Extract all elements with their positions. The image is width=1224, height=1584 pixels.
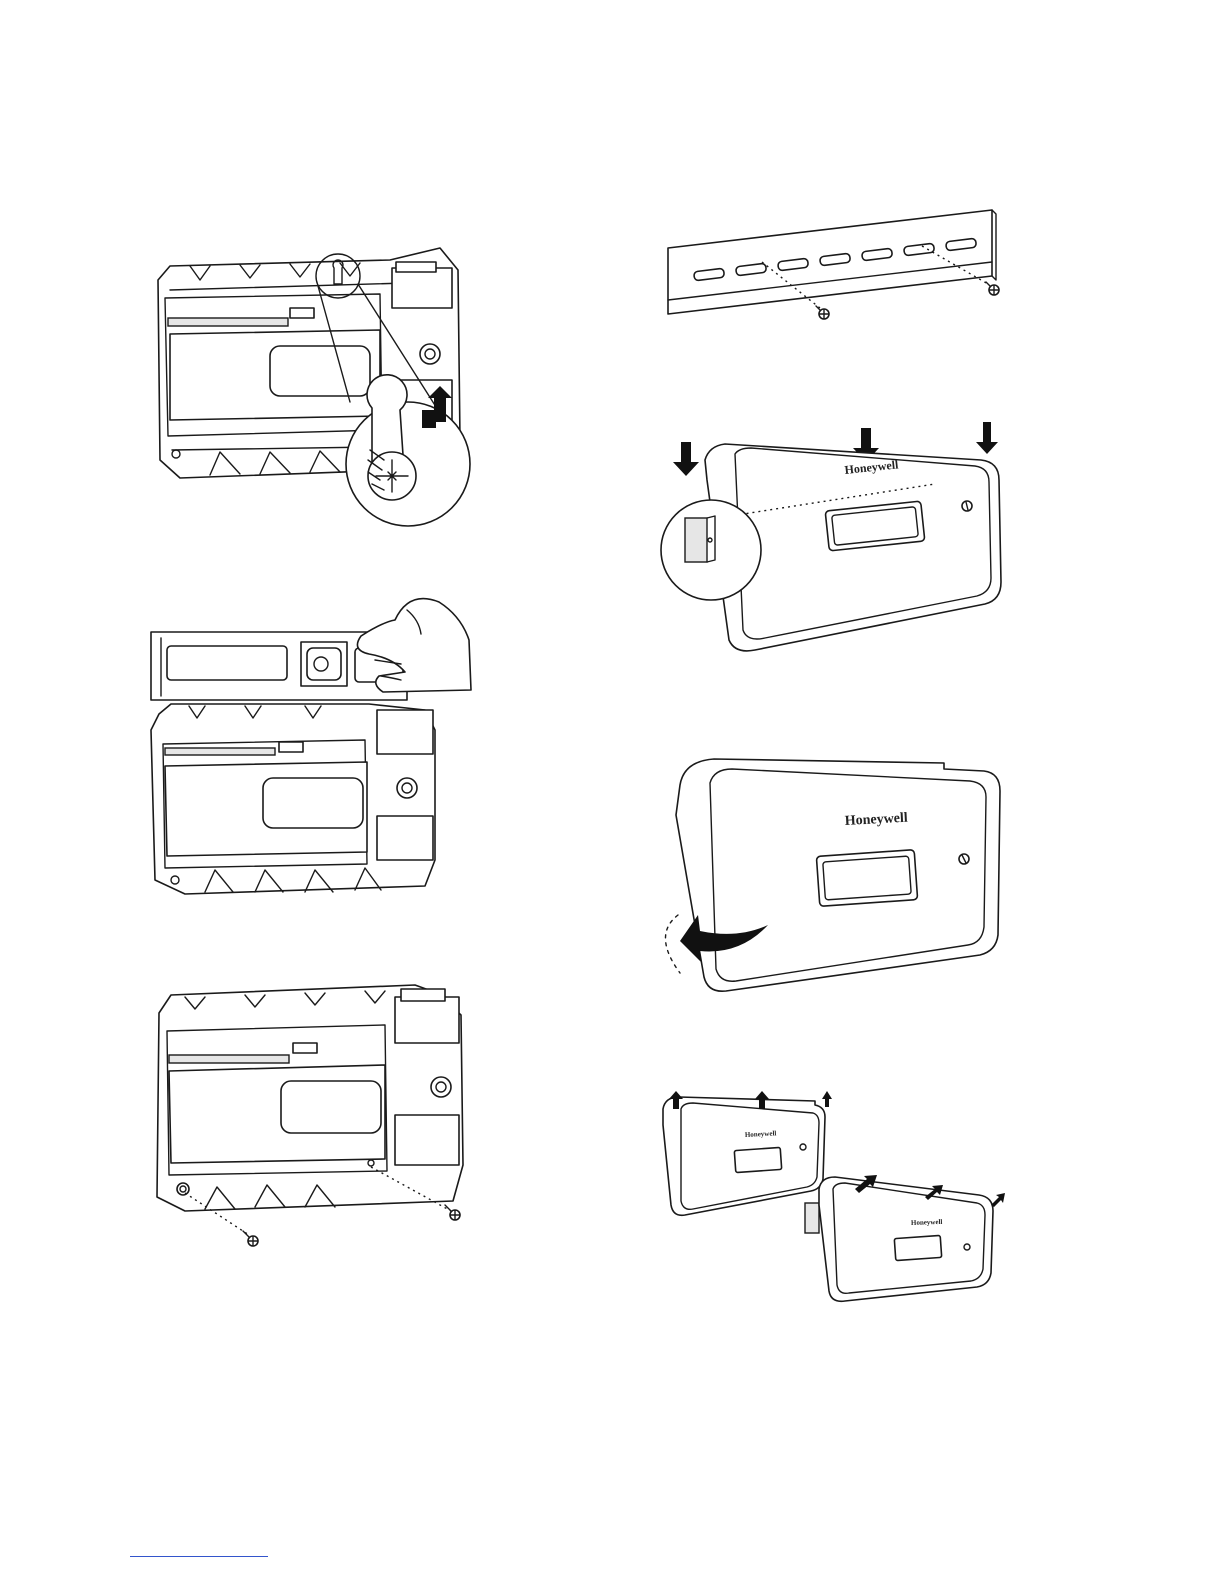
figure-base-screws bbox=[145, 975, 475, 1265]
screw-icon bbox=[816, 306, 829, 319]
up-right-arrow-icon bbox=[991, 1193, 1005, 1207]
footer-rule bbox=[130, 1556, 268, 1557]
figure-keyhole-mount bbox=[140, 240, 480, 530]
up-arrow-icon bbox=[822, 1091, 832, 1107]
screw-icon bbox=[986, 282, 999, 295]
screw-icon bbox=[445, 1205, 460, 1220]
figure-level-check bbox=[145, 580, 475, 910]
figure-snap-on-rail: Honeywell bbox=[655, 420, 1015, 660]
down-arrow-icon bbox=[673, 442, 699, 476]
down-arrow-icon bbox=[976, 422, 998, 454]
screw-icon bbox=[243, 1231, 258, 1246]
figure-remove-unit: Honeywell Honeywell bbox=[655, 1085, 1015, 1315]
brand-logo: Honeywell bbox=[745, 1129, 777, 1139]
figure-din-rail-screws bbox=[660, 200, 1010, 330]
brand-logo: Honeywell bbox=[911, 1218, 943, 1227]
figure-tilt-cover: Honeywell bbox=[640, 755, 1010, 1000]
